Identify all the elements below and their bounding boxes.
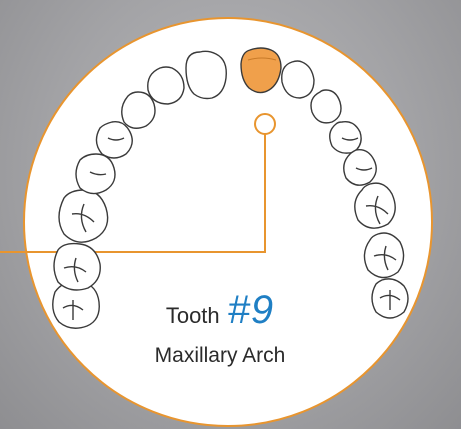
tooth-6 xyxy=(122,92,155,128)
tooth-13 xyxy=(344,150,377,185)
tooth-8 xyxy=(186,51,226,98)
tooth-3 xyxy=(59,190,108,242)
tooth-prefix: Tooth xyxy=(166,303,220,328)
tooth-12 xyxy=(330,122,361,153)
arch-label: Maxillary Arch xyxy=(0,344,440,368)
tooth-number: #9 xyxy=(228,288,275,332)
tooth-11 xyxy=(311,90,341,123)
tooth-10 xyxy=(282,61,314,98)
tooth-7 xyxy=(148,67,184,104)
tooth-marker-ring xyxy=(255,114,275,134)
tooth-label: Tooth #9 xyxy=(0,288,440,333)
